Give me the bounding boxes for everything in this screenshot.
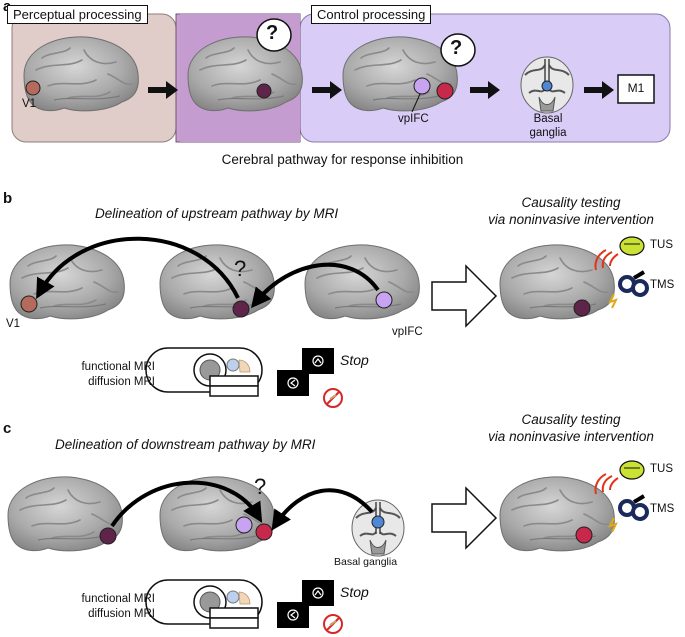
bg-node-c [371, 515, 385, 529]
hollow-arrow-c [431, 486, 498, 550]
v1-node-a [25, 80, 41, 96]
causality-b-line2: via noninvasive intervention [488, 212, 654, 227]
caption-a: Cerebral pathway for response inhibition [221, 152, 464, 167]
stop-task-b [277, 348, 343, 408]
causality-b-line1: Causality testing [521, 195, 621, 210]
target-node-c [575, 526, 593, 544]
mri-label-c: functional MRI diffusion MRI [81, 592, 155, 622]
stimulation-devices-c [594, 460, 649, 533]
panel-letter-b: b [3, 190, 13, 207]
tms-label-b: TMS [650, 279, 675, 291]
tus-label-c: TUS [650, 463, 673, 475]
red-node-c [255, 523, 273, 541]
mri-b-line2: diffusion MRI [88, 376, 155, 388]
brain-b3 [304, 244, 421, 320]
brain-a3 [342, 36, 459, 112]
causality-c-line2: via noninvasive intervention [488, 429, 654, 444]
middle-node-b [232, 300, 250, 318]
basal-ganglia-line1: Basal [533, 113, 563, 125]
arrow-a3 [470, 81, 500, 99]
question-mark-c: ? [254, 474, 267, 499]
curve-arrow-b1 [36, 236, 240, 299]
arrow-a1 [148, 81, 178, 99]
question-mark-b: ? [234, 256, 247, 281]
stop-label-c: Stop [340, 584, 369, 600]
perceptual-processing-label: Perceptual processing [7, 5, 148, 24]
stimulation-devices-b [594, 236, 649, 309]
curve-arrow-c1 [110, 480, 263, 528]
v1-label-a: V1 [22, 98, 37, 110]
v1-label-b: V1 [6, 318, 21, 330]
mri-label-b: functional MRI diffusion MRI [81, 360, 155, 390]
question-mark-a1: ? [266, 22, 279, 44]
basal-ganglia-line2: ganglia [529, 127, 567, 139]
stop-task-c [277, 580, 343, 634]
brain-c4 [499, 476, 616, 552]
vplfc-pointer [411, 93, 421, 113]
question-bubble-a2 [440, 33, 476, 67]
basal-ganglia-label-a: Basal ganglia [518, 112, 578, 140]
brain-b2 [159, 244, 276, 320]
mri-scanner-c [145, 579, 263, 629]
m1-label: M1 [627, 81, 645, 95]
v1-node-b [20, 295, 38, 313]
mri-c-line1: functional MRI [81, 593, 155, 605]
hollow-arrow-b [431, 264, 498, 328]
tus-label-b: TUS [650, 239, 673, 251]
panel-letter-c: c [3, 420, 12, 437]
vplfc-node-a [413, 77, 431, 95]
causality-c-line1: Causality testing [521, 412, 621, 427]
control-processing-label: Control processing [311, 5, 432, 24]
heading-c: Delineation of downstream pathway by MRI [55, 437, 316, 452]
heading-b: Delineation of upstream pathway by MRI [95, 206, 339, 221]
basal-ganglia-label-c: Basal ganglia [334, 556, 398, 568]
m1-box [617, 74, 655, 104]
red-node-a [436, 82, 454, 100]
middle-node-a [256, 83, 272, 99]
curve-arrow-b2 [250, 262, 380, 309]
vplfc-label-a: vpIFC [398, 113, 429, 125]
middle-node-c [99, 527, 117, 545]
arrow-a4 [584, 81, 614, 99]
mri-scanner-b [145, 347, 263, 397]
mri-c-line2: diffusion MRI [88, 608, 155, 620]
target-node-b [573, 299, 591, 317]
tms-label-c: TMS [650, 503, 675, 515]
curve-arrow-c2 [271, 488, 374, 531]
causality-c: Causality testing via noninvasive interv… [466, 411, 676, 445]
mri-b-line1: functional MRI [81, 361, 155, 373]
question-bubble-a1 [256, 18, 292, 52]
question-mark-a2: ? [450, 37, 463, 59]
stop-label-b: Stop [340, 352, 369, 368]
vplfc-node-b [375, 291, 393, 309]
arrow-a2 [312, 81, 342, 99]
causality-b: Causality testing via noninvasive interv… [466, 194, 676, 228]
vplfc-label-b: vpIFC [392, 326, 423, 338]
brain-b4 [499, 244, 616, 320]
bg-node-a [541, 80, 553, 92]
vplfc-node-c [235, 516, 253, 534]
brain-a1 [23, 36, 140, 112]
